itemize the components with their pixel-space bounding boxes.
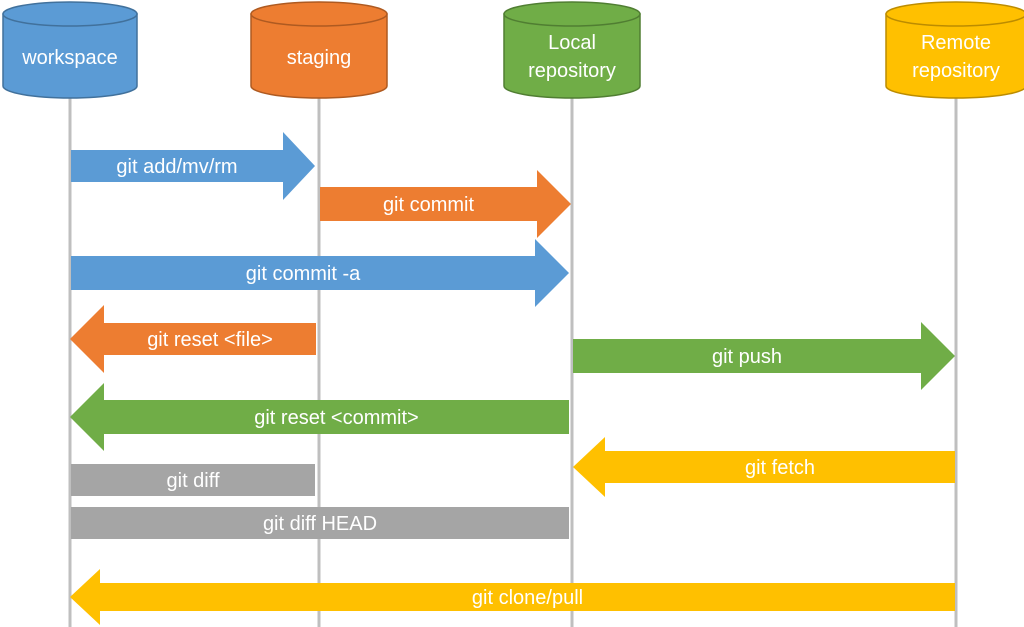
node-local-label: repository [528,60,616,82]
arrow-clone-pull: git clone/pull [70,569,955,625]
bar-diff: git diff [71,464,315,496]
arrow-add: git add/mv/rm [71,132,315,200]
node-local-cylinder: Local repository [503,1,641,99]
arrow-push: git push [573,322,955,390]
arrow-commit-label: git commit [383,194,475,216]
arrow-fetch-label: git fetch [745,457,815,479]
arrow-clone-pull-label: git clone/pull [472,587,583,609]
node-remote-cylinder: Remote repository [885,1,1024,99]
arrow-commit: git commit [320,170,571,238]
bar-diff-label: git diff [167,470,220,492]
arrow-reset-file-label: git reset <file> [147,329,273,351]
node-remote-label: Remote [921,32,991,54]
node-workspace-label: workspace [21,47,118,69]
node-local-label: Local [548,32,596,54]
bar-diff-head: git diff HEAD [71,507,569,539]
node-workspace-cylinder: workspace [2,1,138,99]
arrow-commit-a: git commit -a [71,239,569,307]
arrow-fetch: git fetch [573,437,955,497]
node-staging-label: staging [287,47,352,69]
bar-diff-head-label: git diff HEAD [263,513,377,535]
node-remote-label: repository [912,60,1000,82]
arrow-push-label: git push [712,346,782,368]
node-staging-cylinder: staging [250,1,388,99]
arrow-commit-a-label: git commit -a [246,263,361,285]
arrow-reset-commit: git reset <commit> [70,383,569,451]
arrow-reset-file: git reset <file> [70,305,316,373]
arrow-reset-commit-label: git reset <commit> [254,407,419,429]
arrow-add-label: git add/mv/rm [116,156,237,178]
